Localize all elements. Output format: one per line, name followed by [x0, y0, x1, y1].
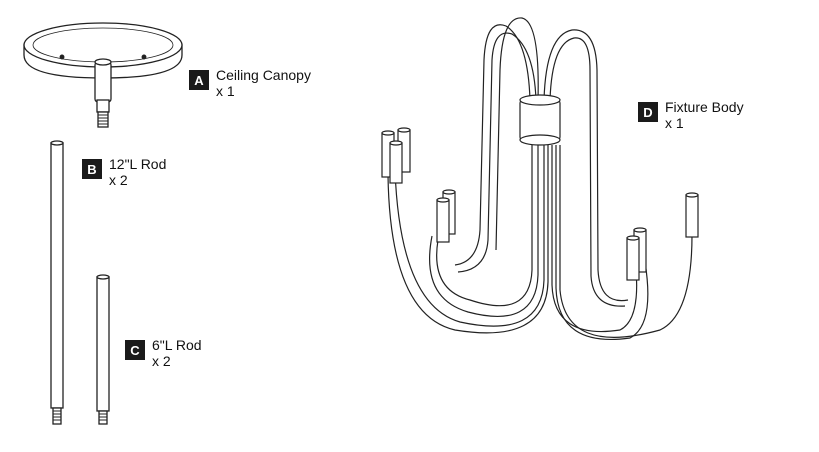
part-a-qty: x 1: [216, 83, 235, 99]
part-c-qty: x 2: [152, 353, 171, 369]
part-a-name: Ceiling Canopy: [216, 67, 311, 83]
six-inch-rod-drawing: [96, 274, 110, 425]
part-a-badge: A: [189, 70, 209, 90]
part-b-name: 12"L Rod: [109, 156, 167, 172]
part-b-qty: x 2: [109, 172, 128, 188]
ceiling-canopy-drawing: [23, 22, 183, 128]
part-b-badge: B: [82, 159, 102, 179]
part-c-badge: C: [125, 340, 145, 360]
part-b-label: B 12"L Rod x 2: [82, 156, 166, 188]
part-d-name: Fixture Body: [665, 99, 744, 115]
part-a-label: A Ceiling Canopy x 1: [189, 67, 311, 99]
part-c-label: C 6"L Rod x 2: [125, 337, 202, 369]
part-d-badge: D: [638, 102, 658, 122]
part-c-name: 6"L Rod: [152, 337, 202, 353]
part-d-qty: x 1: [665, 115, 684, 131]
twelve-inch-rod-drawing: [50, 140, 64, 425]
fixture-body-drawing: [381, 17, 699, 340]
part-d-label: D Fixture Body x 1: [638, 99, 744, 131]
